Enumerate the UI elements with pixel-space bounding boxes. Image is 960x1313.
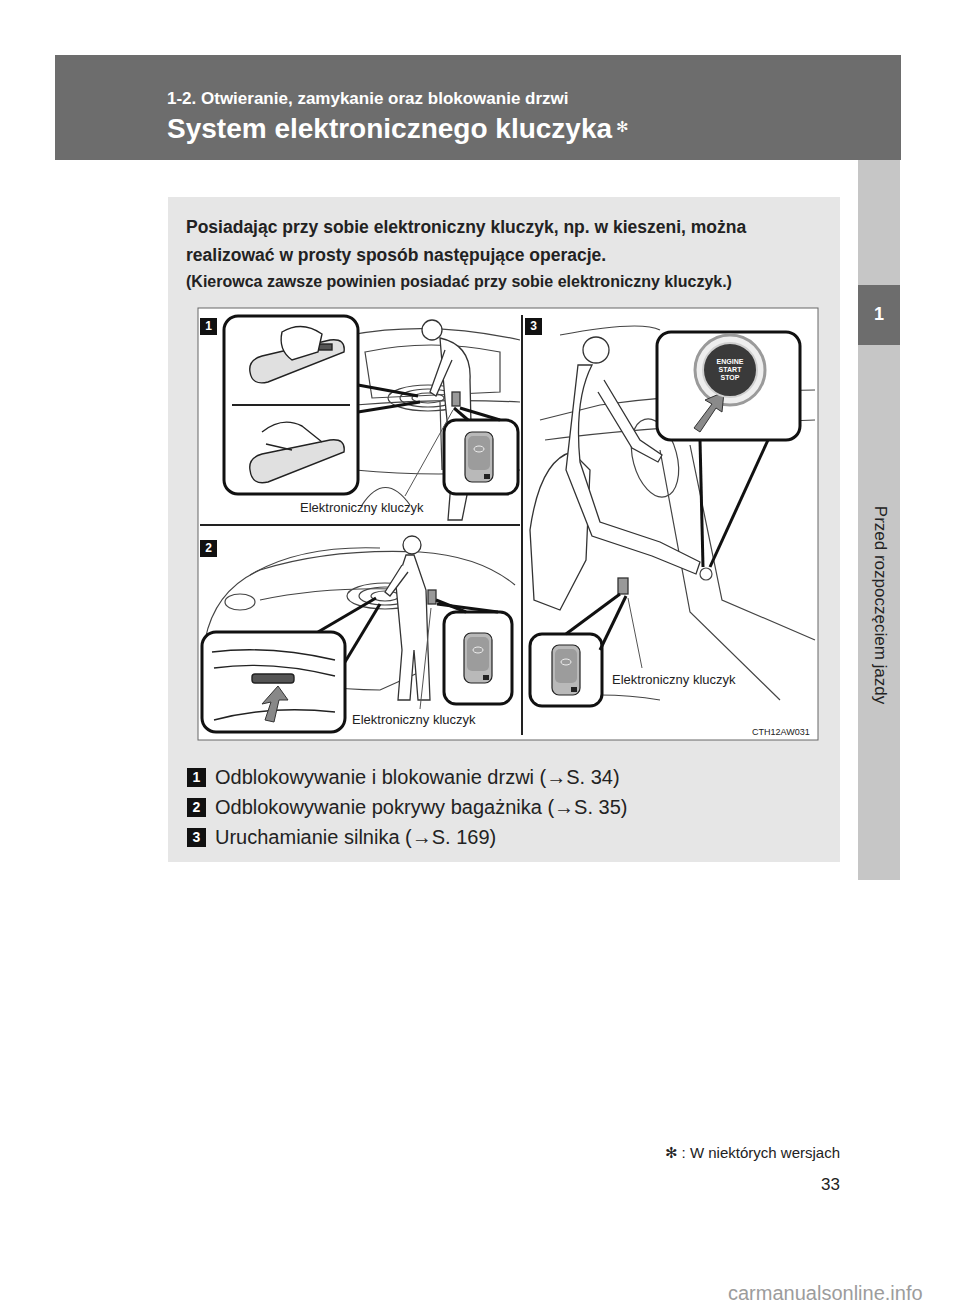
button-text: ENGINE START STOP xyxy=(713,358,747,381)
section-heading: 1-2. Otwieranie, zamykanie oraz blokowan… xyxy=(167,89,569,109)
title-line: System elektronicznego kluczyka✻ xyxy=(167,113,629,145)
side-strip xyxy=(858,160,900,880)
page-number: 33 xyxy=(821,1175,840,1195)
number-text: 2 xyxy=(205,542,212,555)
section-tab: 1 xyxy=(858,285,900,345)
part-label: Elektroniczny kluczyk xyxy=(300,500,424,515)
number-text: 1 xyxy=(205,320,212,333)
part-label: Elektroniczny kluczyk xyxy=(612,672,736,687)
figure-code: CTH12AW031 xyxy=(752,727,810,737)
number-text: 1 xyxy=(874,305,884,325)
list-item: Uruchamianie silnika (→S. 169) xyxy=(215,826,496,849)
list-item: Odblokowywanie pokrywy bagażnika (→S. 35… xyxy=(215,796,627,819)
footnote: ✻ : W niektórych wersjach xyxy=(665,1144,840,1162)
illustration xyxy=(168,197,840,862)
number-text: 1 xyxy=(193,770,201,785)
number-text: 3 xyxy=(193,830,201,845)
callout-number: 2 xyxy=(200,540,217,557)
info-panel: 13ENGINE START STOP2123Posiadając przy s… xyxy=(168,197,840,862)
section-label: Przed rozpoczęciem jazdy xyxy=(870,506,890,704)
intro-note: (Kierowca zawsze powinien posiadać przy … xyxy=(186,271,836,293)
intro-text: Posiadając przy sobie elektroniczny kluc… xyxy=(186,213,836,269)
footnote-mark: ✻ xyxy=(616,118,629,135)
callout-number: 1 xyxy=(200,318,217,335)
callout-number: 1 xyxy=(187,768,206,787)
callout-number: 2 xyxy=(187,798,206,817)
number-text: 2 xyxy=(193,800,201,815)
start-button: ENGINE START STOP xyxy=(702,342,758,398)
number-text: 3 xyxy=(530,320,537,333)
page-title: System elektronicznego kluczyka xyxy=(167,113,612,144)
callout-number: 3 xyxy=(525,318,542,335)
header-band: 1-2. Otwieranie, zamykanie oraz blokowan… xyxy=(55,55,901,160)
list-item: Odblokowywanie i blokowanie drzwi (→S. 3… xyxy=(215,766,620,789)
watermark: carmanualsonline.info xyxy=(728,1282,923,1305)
part-label: Elektroniczny kluczyk xyxy=(352,712,476,727)
callout-number: 3 xyxy=(187,828,206,847)
